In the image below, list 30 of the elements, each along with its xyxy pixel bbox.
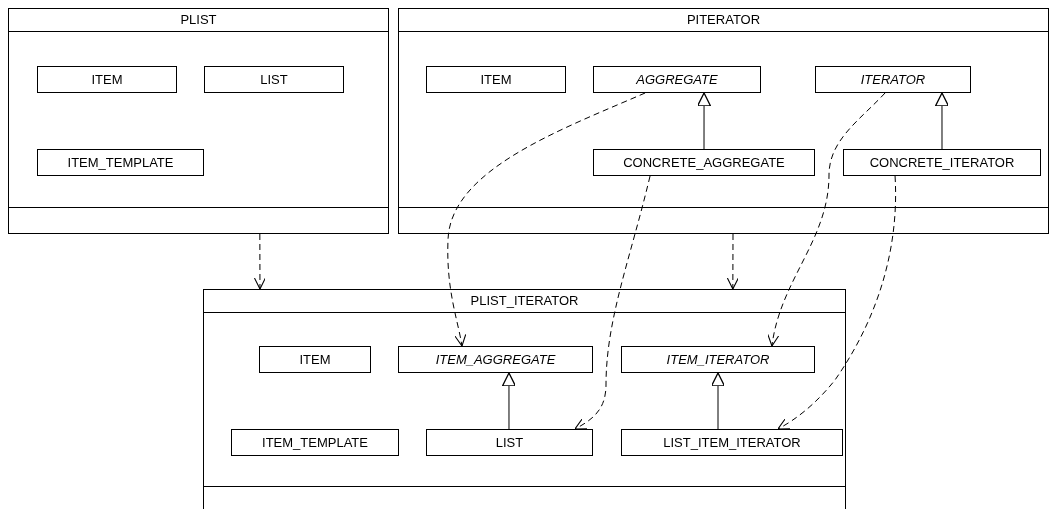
inheritance-arrow (710, 372, 726, 430)
dependency-arrow (726, 233, 739, 290)
class-box: LIST_ITEM_ITERATOR (621, 429, 843, 456)
class-box: AGGREGATE (593, 66, 761, 93)
inheritance-arrow (501, 372, 517, 430)
class-box: ITERATOR (815, 66, 971, 93)
dependency-arrow (447, 92, 646, 347)
inheritance-arrow (696, 92, 712, 150)
class-box: ITEM (37, 66, 177, 93)
package-frame (203, 289, 846, 509)
class-box: LIST (426, 429, 593, 456)
package-title: PLIST (9, 9, 388, 32)
inheritance-arrow (934, 92, 950, 150)
dependency-arrow (767, 92, 886, 347)
class-box: CONCRETE_ITERATOR (843, 149, 1041, 176)
package-title: PITERATOR (399, 9, 1048, 32)
package-title: PLIST_ITERATOR (204, 290, 845, 313)
dependency-arrow (253, 233, 266, 290)
class-box: ITEM (259, 346, 371, 373)
class-box: ITEM_TEMPLATE (231, 429, 399, 456)
class-box: ITEM_TEMPLATE (37, 149, 204, 176)
class-box: ITEM_AGGREGATE (398, 346, 593, 373)
package-frame (398, 8, 1049, 234)
class-box: ITEM_ITERATOR (621, 346, 815, 373)
dependency-arrow (777, 175, 897, 430)
class-box: LIST (204, 66, 344, 93)
class-box: CONCRETE_AGGREGATE (593, 149, 815, 176)
class-box: ITEM (426, 66, 566, 93)
package-frame (8, 8, 389, 234)
dependency-arrow (574, 175, 651, 430)
